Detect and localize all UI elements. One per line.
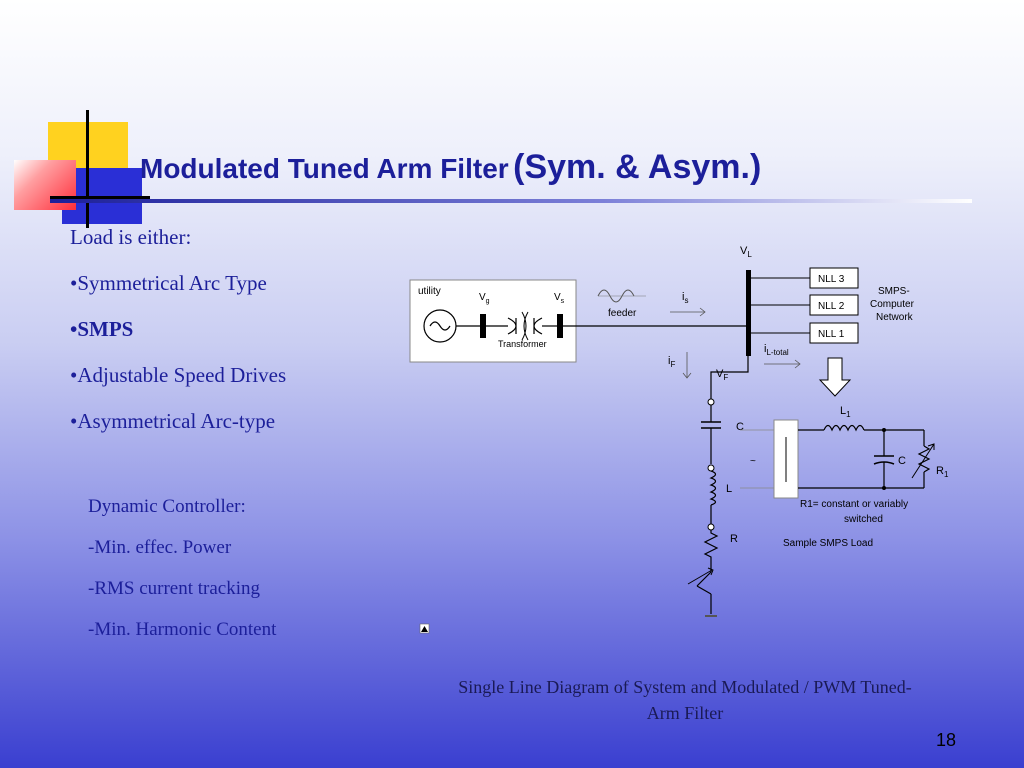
down-arrow-icon	[818, 357, 852, 397]
inductor-coil	[709, 470, 717, 506]
title-sub: (Sym. & Asym.)	[513, 148, 762, 186]
inductor-l1-coil	[823, 424, 865, 432]
load-list-item: •Asymmetrical Arc-type	[70, 409, 276, 433]
filter-branch-line	[710, 356, 749, 400]
controller-heading: Dynamic Controller:	[88, 496, 246, 517]
r1-note-line2: switched	[844, 514, 883, 525]
vs-label: Vs	[554, 292, 565, 305]
network-label-line1: SMPS-	[878, 286, 910, 297]
r-filter-label: R	[730, 533, 738, 545]
load-list-item: •Adjustable Speed Drives	[70, 363, 287, 387]
nll1-label: NLL 1	[818, 329, 845, 340]
decor-horizontal-line	[50, 196, 150, 199]
vg-label: Vg	[479, 292, 490, 305]
c-filter-label: C	[736, 421, 744, 433]
load-list-item: •SMPS	[70, 317, 134, 341]
resistor-zigzag	[703, 530, 719, 560]
network-label-line2: Computer	[870, 299, 915, 310]
r1-resistor-zigzag	[917, 445, 931, 473]
switch-transistor-icon	[696, 571, 712, 614]
caption-line2: Arm Filter	[646, 703, 724, 723]
page-number: 18	[936, 730, 957, 750]
bus-vs	[557, 314, 563, 338]
utility-box	[409, 279, 577, 363]
controller-item: -Min. effec. Power	[88, 537, 232, 558]
bus-vg	[480, 314, 486, 338]
controller-item: -Min. Harmonic Content	[88, 619, 277, 640]
transformer-icon	[507, 317, 543, 335]
controller-item: -RMS current tracking	[88, 578, 261, 599]
title-main: Modulated Tuned Arm Filter	[140, 153, 509, 184]
l1-label: L1	[840, 405, 851, 419]
feeder-label: feeder	[608, 308, 637, 319]
sine-wave-icon	[429, 321, 451, 331]
node-vf	[707, 398, 715, 406]
load-list: Load is either: •Symmetrical Arc Type •S…	[70, 224, 286, 454]
network-label-line3: Network	[876, 312, 914, 323]
tilde-label: ~	[750, 456, 756, 467]
load-list-item: •Symmetrical Arc Type	[70, 271, 267, 295]
nll1-box	[809, 322, 859, 344]
feeder-wave-icon	[597, 289, 635, 303]
is-label: is	[682, 291, 688, 305]
bus-vl	[746, 270, 751, 356]
decor-vertical-line	[86, 110, 89, 228]
sample-load-label: Sample SMPS Load	[783, 538, 873, 549]
if-label: iF	[668, 355, 675, 369]
nll3-label: NLL 3	[818, 274, 845, 285]
transformer-label: Transformer	[498, 339, 547, 349]
triangle-icon	[421, 626, 428, 632]
single-line-diagram: utility Vg Vs Transformer feeder is VL N…	[409, 245, 949, 634]
nll3-box	[809, 267, 859, 289]
load-list-heading: Load is either:	[70, 225, 192, 249]
vf-label: VF	[716, 368, 728, 382]
vl-label: VL	[740, 245, 752, 259]
r1-label: R1	[936, 465, 949, 479]
r1-note-line1: R1= constant or variably	[800, 499, 908, 510]
slide-title: Modulated Tuned Arm Filter (Sym. & Asym.…	[140, 148, 761, 187]
nll2-box	[809, 294, 859, 316]
controller-list: Dynamic Controller: -Min. effec. Power -…	[88, 494, 276, 658]
title-rule	[50, 199, 972, 203]
diagram-caption: Single Line Diagram of System and Modula…	[380, 674, 990, 726]
utility-label: utility	[418, 286, 441, 297]
caption-line1: Single Line Diagram of System and Modula…	[458, 677, 912, 697]
l-filter-label: L	[726, 483, 732, 495]
c-load-label: C	[898, 455, 906, 467]
nll2-label: NLL 2	[818, 301, 845, 312]
il-total-label: iL-total	[764, 343, 789, 357]
